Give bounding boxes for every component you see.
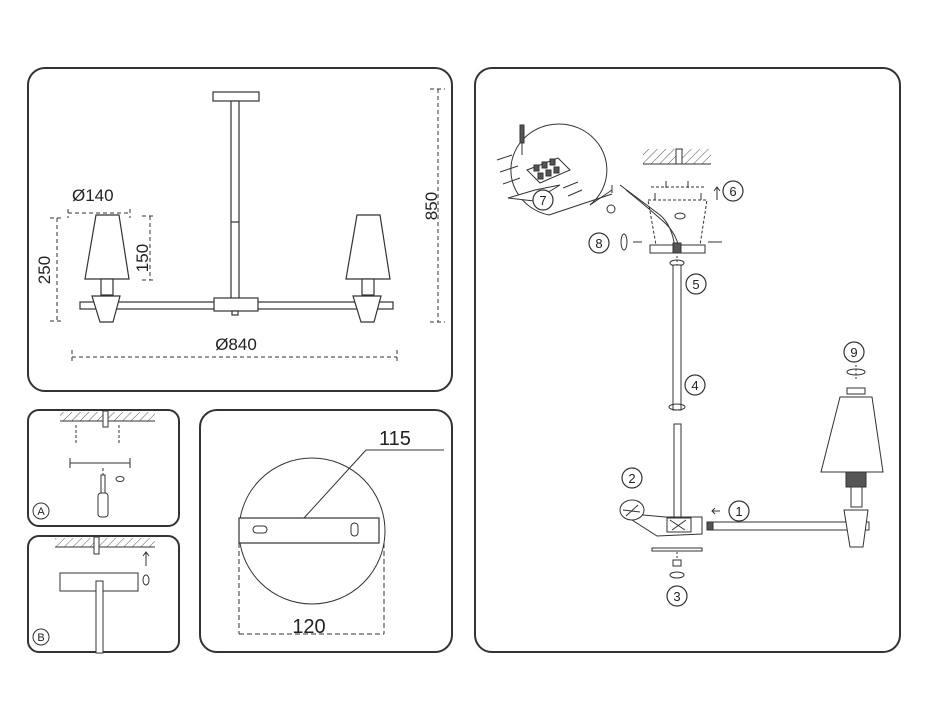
step-5-label: 5 <box>692 277 699 292</box>
assembly-drawing <box>496 123 884 579</box>
chandelier-overview <box>79 91 394 323</box>
step-1-badge <box>728 500 750 522</box>
canopy-bottom-label: 120 <box>292 616 325 638</box>
step-b-label: B <box>37 632 44 644</box>
step-7-label: 7 <box>539 193 546 208</box>
step-3-badge <box>666 585 688 607</box>
canopy-top-label: 115 <box>379 428 411 450</box>
step-b-badge <box>32 628 50 646</box>
step-2-label: 2 <box>628 471 635 486</box>
step-4-label: 4 <box>691 378 698 393</box>
dimension-lines <box>50 88 445 363</box>
canopy-detail-drawing <box>238 449 444 635</box>
span-label: Ø840 <box>215 335 257 354</box>
step-6-badge <box>722 180 744 202</box>
step-3-label: 3 <box>673 589 680 604</box>
step-7-badge <box>532 189 554 211</box>
step-4-badge <box>684 374 706 396</box>
arm-height-label: 250 <box>35 256 54 284</box>
assembly-step-badges <box>532 180 865 607</box>
shade-diameter-label: Ø140 <box>72 186 114 205</box>
step-5-badge <box>685 273 707 295</box>
step-9-badge <box>843 341 865 363</box>
step-1-label: 1 <box>735 504 742 519</box>
step-b-drawing <box>55 536 155 654</box>
step-9-label: 9 <box>850 345 857 360</box>
step-a-drawing <box>60 410 155 518</box>
total-height-label: 850 <box>422 192 441 220</box>
step-a-badge <box>32 502 50 520</box>
step-8-badge <box>588 232 610 254</box>
step-2-badge <box>621 467 643 489</box>
step-6-label: 6 <box>729 184 736 199</box>
step-8-label: 8 <box>595 236 602 251</box>
shade-height-label: 150 <box>133 244 152 272</box>
step-a-label: A <box>37 506 45 518</box>
